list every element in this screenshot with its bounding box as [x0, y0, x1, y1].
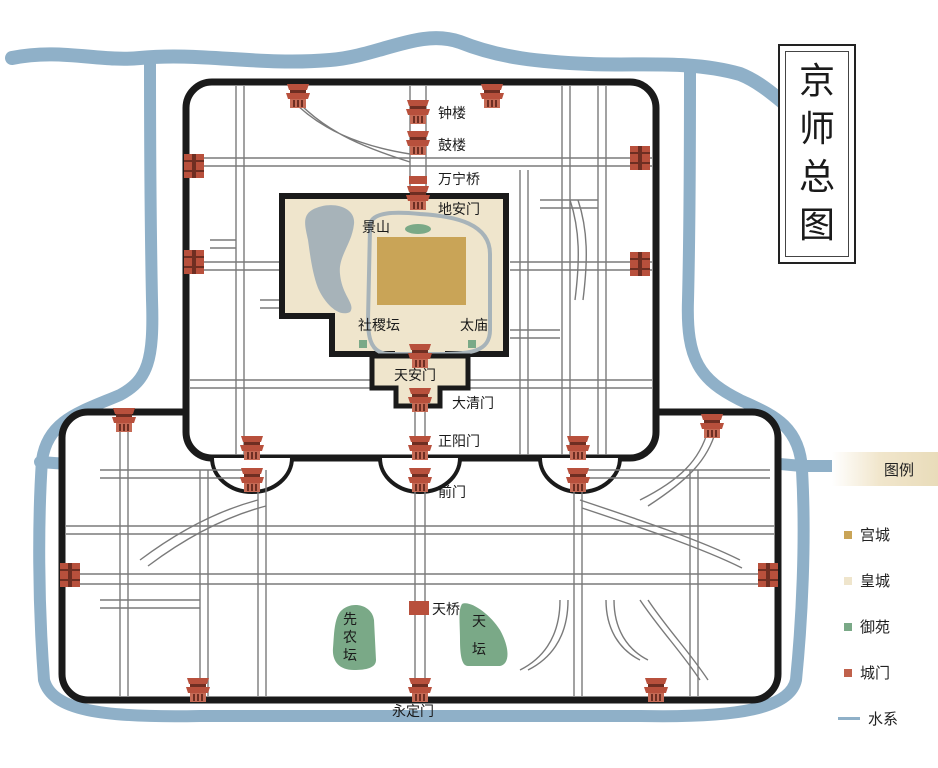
legend-swatch-palace	[844, 530, 852, 539]
label-tiantan-1: 天	[472, 614, 486, 630]
label-zhonglou: 钟楼	[438, 105, 466, 122]
title-char-4: 图	[798, 205, 835, 246]
map-title: 京 师 总 图	[785, 51, 849, 257]
legend-label-garden: 御苑	[860, 618, 891, 636]
jingshan-garden	[405, 224, 431, 234]
west-moat-river	[33, 54, 426, 723]
beihai-lake	[305, 205, 355, 314]
title-char-2: 师	[798, 109, 835, 150]
legend-item-palace: 宫城	[844, 524, 890, 545]
label-dianmen: 地安门	[438, 202, 480, 218]
label-qianmen: 前门	[438, 484, 466, 501]
imperial-moat	[365, 210, 492, 356]
legend-label-water: 水系	[868, 710, 899, 728]
legend-swatch-water	[838, 717, 860, 720]
legend-item-imperial-city: 皇城	[844, 570, 890, 591]
gate-inner-east-2	[630, 252, 650, 276]
legend-label-gate: 城门	[860, 664, 891, 682]
title-char-1: 京	[798, 61, 835, 102]
label-taimiao: 太庙	[460, 318, 488, 334]
tianqiao-bridge	[409, 601, 429, 615]
label-tianqiao: 天桥	[432, 602, 460, 618]
tiantan-garden	[459, 603, 508, 666]
legend-label-palace: 宫城	[860, 526, 891, 544]
label-daqingmen: 大清门	[452, 396, 494, 412]
roads	[66, 86, 774, 696]
wanningqiao-bridge	[409, 176, 427, 184]
palace-city	[377, 237, 466, 305]
legend-swatch-gate	[844, 668, 852, 677]
map-labels: 钟楼 鼓楼 万宁桥 地安门 景山 社稷坛 太庙 天安门 大清门 正阳门 前门 天…	[358, 105, 494, 720]
legend-item-garden: 御苑	[844, 616, 890, 637]
map-title-box: 京 师 总 图	[778, 44, 856, 264]
taimiao-marker	[468, 340, 476, 348]
label-tiananmen: 天安门	[394, 368, 436, 384]
label-tiantan: 天 坛	[472, 614, 486, 658]
label-xiannongtan-3: 坛	[343, 648, 357, 664]
tiananmen-square	[369, 353, 471, 409]
xiannongtan-garden	[332, 605, 376, 670]
label-shejitan: 社稷坛	[358, 318, 400, 334]
shejitan-marker	[359, 340, 367, 348]
label-xiannongtan-2: 农	[343, 630, 357, 646]
label-zhengyangmen: 正阳门	[438, 434, 480, 450]
gate-guanganmen	[60, 563, 80, 587]
label-wanningqiao: 万宁桥	[438, 171, 480, 188]
label-gulou: 鼓楼	[438, 138, 466, 154]
barbicans	[210, 457, 622, 494]
label-xiannongtan-1: 先	[343, 612, 357, 628]
label-yongdingmen: 永定门	[392, 704, 434, 720]
legend: 图例 宫城 皇城 御苑 城门 水系	[832, 452, 938, 728]
label-jingshan: 景山	[362, 220, 390, 236]
label-xiannongtan: 先 农 坛	[343, 612, 357, 664]
legend-swatch-imperial-city	[844, 576, 852, 585]
legend-item-gate: 城门	[844, 662, 890, 683]
gate-inner-west-1	[184, 154, 204, 178]
gate-inner-west-2	[184, 250, 204, 274]
east-moat-river	[414, 64, 810, 723]
gate-inner-east-1	[630, 146, 650, 170]
legend-swatch-garden	[844, 622, 852, 631]
label-tiantan-2: 坛	[472, 642, 486, 658]
legend-heading: 图例	[832, 452, 938, 486]
north-river	[5, 31, 797, 115]
legend-label-imperial-city: 皇城	[860, 572, 891, 590]
legend-item-water: 水系	[838, 708, 899, 729]
gate-guangqumen	[758, 563, 778, 587]
title-char-3: 总	[798, 157, 835, 198]
